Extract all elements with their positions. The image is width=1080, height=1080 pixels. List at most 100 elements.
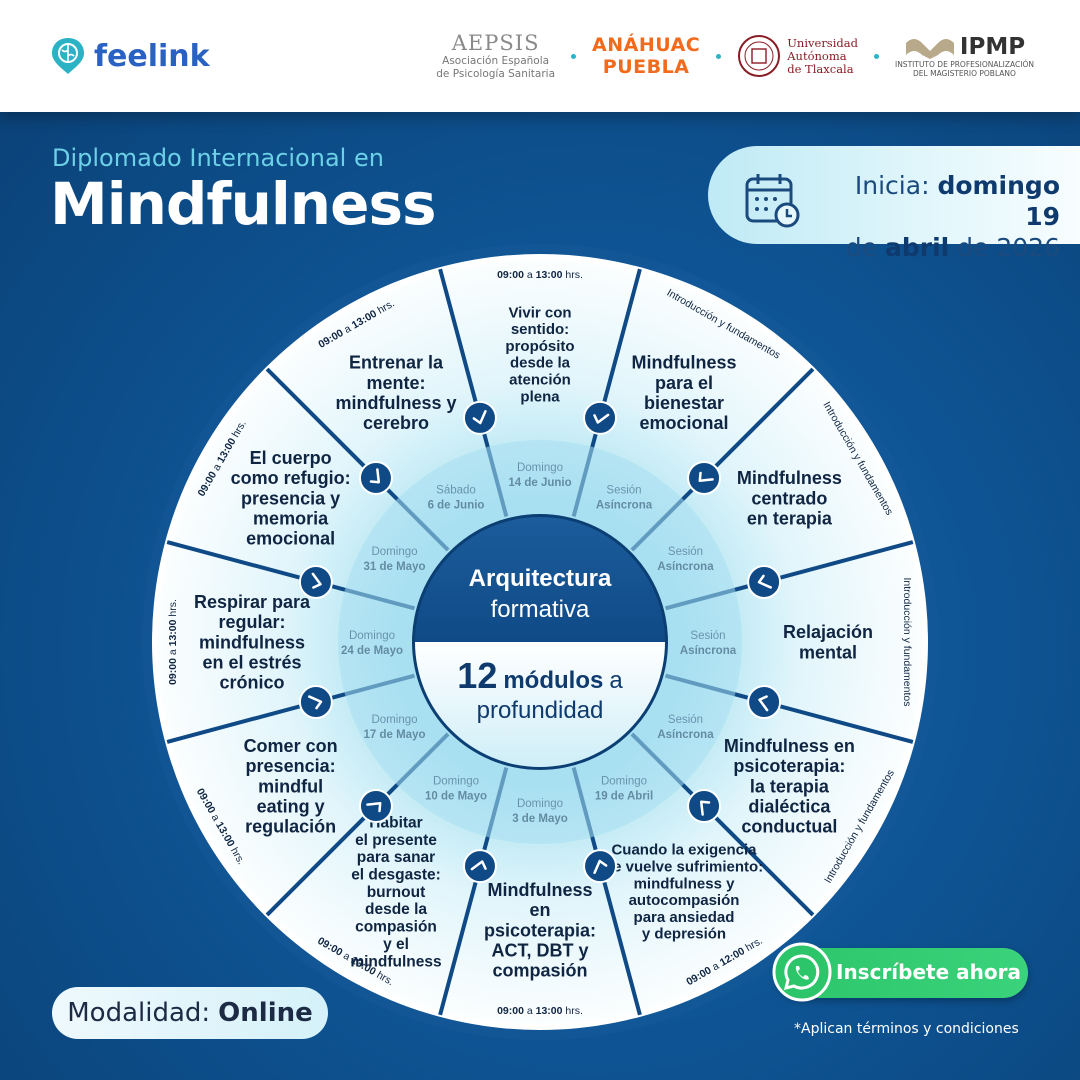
modality-value: Online	[218, 998, 313, 1028]
module-title-line: el presente	[355, 832, 437, 849]
separator-dot	[873, 53, 879, 59]
check-badge-icon	[583, 400, 618, 435]
module-title-line: para el	[655, 373, 713, 393]
module-title-line: desde la	[510, 355, 571, 372]
ipmp-line1: INSTITUTO DE PROFESIONALIZACIÓN	[894, 60, 1034, 69]
module-title-line: cerebro	[363, 413, 429, 433]
ipmp-line2: DEL MAGISTERIO POBLANO	[913, 69, 1016, 78]
check-badge-icon	[583, 849, 618, 884]
feelink-logo[interactable]: feelink	[50, 36, 210, 76]
start-date-pill	[708, 146, 1080, 244]
outer-outer-end: 13:00	[536, 1005, 563, 1017]
module-title-line: El cuerpo	[250, 448, 332, 468]
check-badge-icon	[298, 685, 333, 720]
enroll-button-label[interactable]: Inscríbete ahora	[836, 960, 1021, 984]
anahuac-line2: PUEBLA	[602, 56, 690, 78]
module-title-line: presencia:	[246, 756, 336, 776]
module-title-line: Mindfulness	[487, 880, 592, 900]
module-title-line: presencia y	[241, 488, 340, 508]
center-count-bold: módulos	[503, 667, 603, 694]
anahuac-logo: ANÁHUAC PUEBLA	[592, 34, 700, 78]
aepsis-logo: AEPSIS Asociación Española de Psicología…	[436, 31, 555, 81]
module-title-line: Cuando la exigencia	[611, 842, 757, 859]
anahuac-line1: ANÁHUAC	[592, 34, 701, 56]
feelink-brain-icon	[52, 38, 84, 74]
module-title-line: ACT, DBT y	[491, 940, 588, 960]
modality-pill: Modalidad:Online	[52, 987, 328, 1039]
module-title-line: y depresión	[642, 926, 726, 943]
module-title-line: en terapia	[747, 508, 833, 528]
calendar-clock-icon	[745, 174, 800, 228]
module-title-line: Comer con	[244, 736, 338, 756]
module-outer-label: Introducción y fundamentos	[901, 578, 913, 707]
check-badge-icon	[747, 685, 782, 720]
outer-outer-mid: a	[708, 959, 724, 975]
module-title-line: compasión	[492, 961, 587, 981]
module-title-line: emocional	[246, 529, 335, 549]
module-title-line: psicoterapia:	[484, 920, 596, 940]
module-title-line: plena	[520, 388, 560, 405]
outer-outer-mid: a	[339, 948, 355, 964]
center-bottom	[415, 642, 665, 767]
module-title-line: compasión	[355, 919, 437, 936]
ipmp-emblem-icon	[905, 39, 954, 59]
module-title-line: Entrenar la	[349, 353, 444, 373]
module-title-line: psicoterapia:	[733, 756, 845, 776]
module-title-line: bienestar	[644, 393, 724, 413]
outer-outer-start: 09:00	[497, 269, 524, 281]
brand-name: feelink	[94, 38, 210, 74]
check-badge-icon	[298, 564, 333, 599]
check-badge-icon	[358, 460, 393, 495]
terms-note: *Aplican términos y condiciones	[794, 1021, 1019, 1037]
module-outer-label: 09:00 a 13:00 hrs.	[167, 599, 179, 685]
center-top	[415, 517, 665, 642]
module-title-line: Mindfulness	[737, 468, 842, 488]
module-title-line: regular:	[218, 612, 285, 632]
module-title-line: mindful	[258, 776, 323, 796]
module-title-line: emocional	[639, 413, 728, 433]
aepsis-line2: de Psicología Sanitaria	[436, 68, 556, 80]
uat-line3: de Tlaxcala	[787, 61, 854, 76]
check-badge-icon	[687, 789, 722, 824]
center-count: 12	[457, 655, 497, 696]
module-title-line: para sanar	[357, 849, 435, 866]
outer-outer-mid: a	[524, 269, 536, 281]
module-outer-label: 09:00 a 13:00 hrs.	[497, 269, 583, 281]
module-title-line: el desgaste:	[351, 866, 441, 883]
outer-outer-suffix: hrs.	[562, 1005, 582, 1017]
module-title-line: para ansiedad	[634, 909, 735, 926]
outer-outer-mid: a	[524, 1005, 536, 1017]
uat-seal-icon	[738, 35, 781, 77]
start-line2-post: de 2026	[949, 233, 1060, 262]
outer-outer-end: 13:00	[536, 269, 563, 281]
start-month: abril	[884, 233, 950, 262]
module-title-line: la terapia	[750, 776, 830, 796]
uat-line2: Autónoma	[787, 48, 847, 63]
start-prefix: Inicia:	[854, 171, 938, 200]
center-count-after: a	[609, 667, 623, 694]
module-title-line: regulación	[245, 817, 336, 837]
modality-label: Modalidad:	[67, 998, 211, 1028]
module-title-line: Vivir con	[508, 304, 571, 321]
whatsapp-icon[interactable]	[772, 942, 832, 1002]
module-title-line: autocompasión	[629, 892, 740, 909]
check-badge-icon	[462, 849, 497, 884]
start-date-text: Inicia: domingo 19 de abril de 2026	[816, 170, 1060, 263]
ipmp-title: IPMP	[959, 34, 1026, 60]
outer-outer-end: 13:00	[167, 619, 179, 646]
aepsis-title: AEPSIS	[451, 31, 540, 55]
separator-dot	[571, 53, 577, 59]
check-badge-icon	[462, 400, 497, 435]
module-title-line: burnout	[367, 884, 426, 901]
